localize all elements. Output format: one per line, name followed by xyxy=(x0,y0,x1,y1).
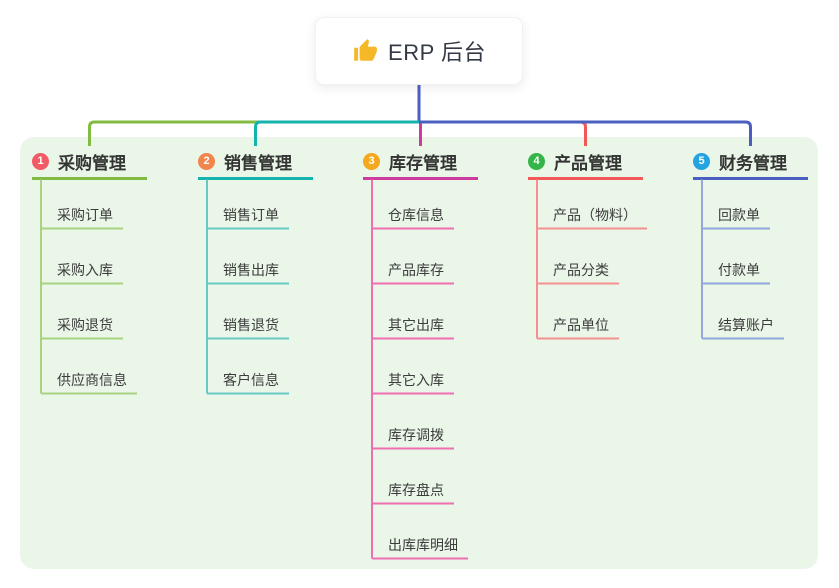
leaf-node[interactable]: 产品分类 xyxy=(553,261,609,278)
leaf-node[interactable]: 供应商信息 xyxy=(57,371,127,388)
branch-node-5[interactable]: 5 财务管理 xyxy=(693,148,787,174)
connector-line xyxy=(419,120,587,146)
branch-node-1[interactable]: 1 采购管理 xyxy=(32,148,126,174)
branch-badge: 4 xyxy=(528,152,545,170)
branch-badge: 3 xyxy=(363,152,380,170)
leaf-node[interactable]: 采购订单 xyxy=(57,206,113,223)
branch-title: 采购管理 xyxy=(58,153,126,173)
branch-node-3[interactable]: 3 库存管理 xyxy=(363,148,457,174)
leaf-node[interactable]: 其它出库 xyxy=(388,316,444,333)
leaf-node[interactable]: 仓库信息 xyxy=(388,206,444,223)
leaf-node[interactable]: 出库库明细 xyxy=(388,536,458,553)
leaf-node[interactable]: 销售出库 xyxy=(223,261,279,278)
branch-title: 产品管理 xyxy=(554,153,622,173)
leaf-node[interactable]: 采购入库 xyxy=(57,261,113,278)
leaf-node[interactable]: 结算账户 xyxy=(718,316,774,333)
leaf-node[interactable]: 销售退货 xyxy=(223,316,279,333)
leaf-node[interactable]: 产品库存 xyxy=(388,261,444,278)
mindmap-panel xyxy=(20,137,818,569)
leaf-node[interactable]: 其它入库 xyxy=(388,371,444,388)
leaf-node[interactable]: 客户信息 xyxy=(223,371,279,388)
branch-badge: 1 xyxy=(32,152,49,170)
branch-title: 财务管理 xyxy=(719,153,787,173)
leaf-node[interactable]: 回款单 xyxy=(718,206,760,223)
connector-line xyxy=(254,120,419,146)
root-label: ERP 后台 xyxy=(388,40,486,65)
root-node[interactable]: ERP 后台 xyxy=(315,17,523,85)
branch-badge: 5 xyxy=(693,152,710,170)
branch-badge: 2 xyxy=(198,152,215,170)
leaf-node[interactable]: 库存盘点 xyxy=(388,481,444,498)
branch-node-4[interactable]: 4 产品管理 xyxy=(528,148,622,174)
leaf-node[interactable]: 付款单 xyxy=(718,261,760,278)
branch-node-2[interactable]: 2 销售管理 xyxy=(198,148,292,174)
leaf-node[interactable]: 产品单位 xyxy=(553,316,609,333)
leaf-node[interactable]: 产品（物料） xyxy=(553,206,637,223)
branch-title: 销售管理 xyxy=(224,153,292,173)
connector-line xyxy=(419,120,752,146)
leaf-node[interactable]: 库存调拨 xyxy=(388,426,444,443)
branch-title: 库存管理 xyxy=(389,153,457,173)
thumbs-up-icon xyxy=(352,38,378,64)
leaf-node[interactable]: 销售订单 xyxy=(223,206,279,223)
leaf-node[interactable]: 采购退货 xyxy=(57,316,113,333)
connector-line xyxy=(88,120,419,146)
